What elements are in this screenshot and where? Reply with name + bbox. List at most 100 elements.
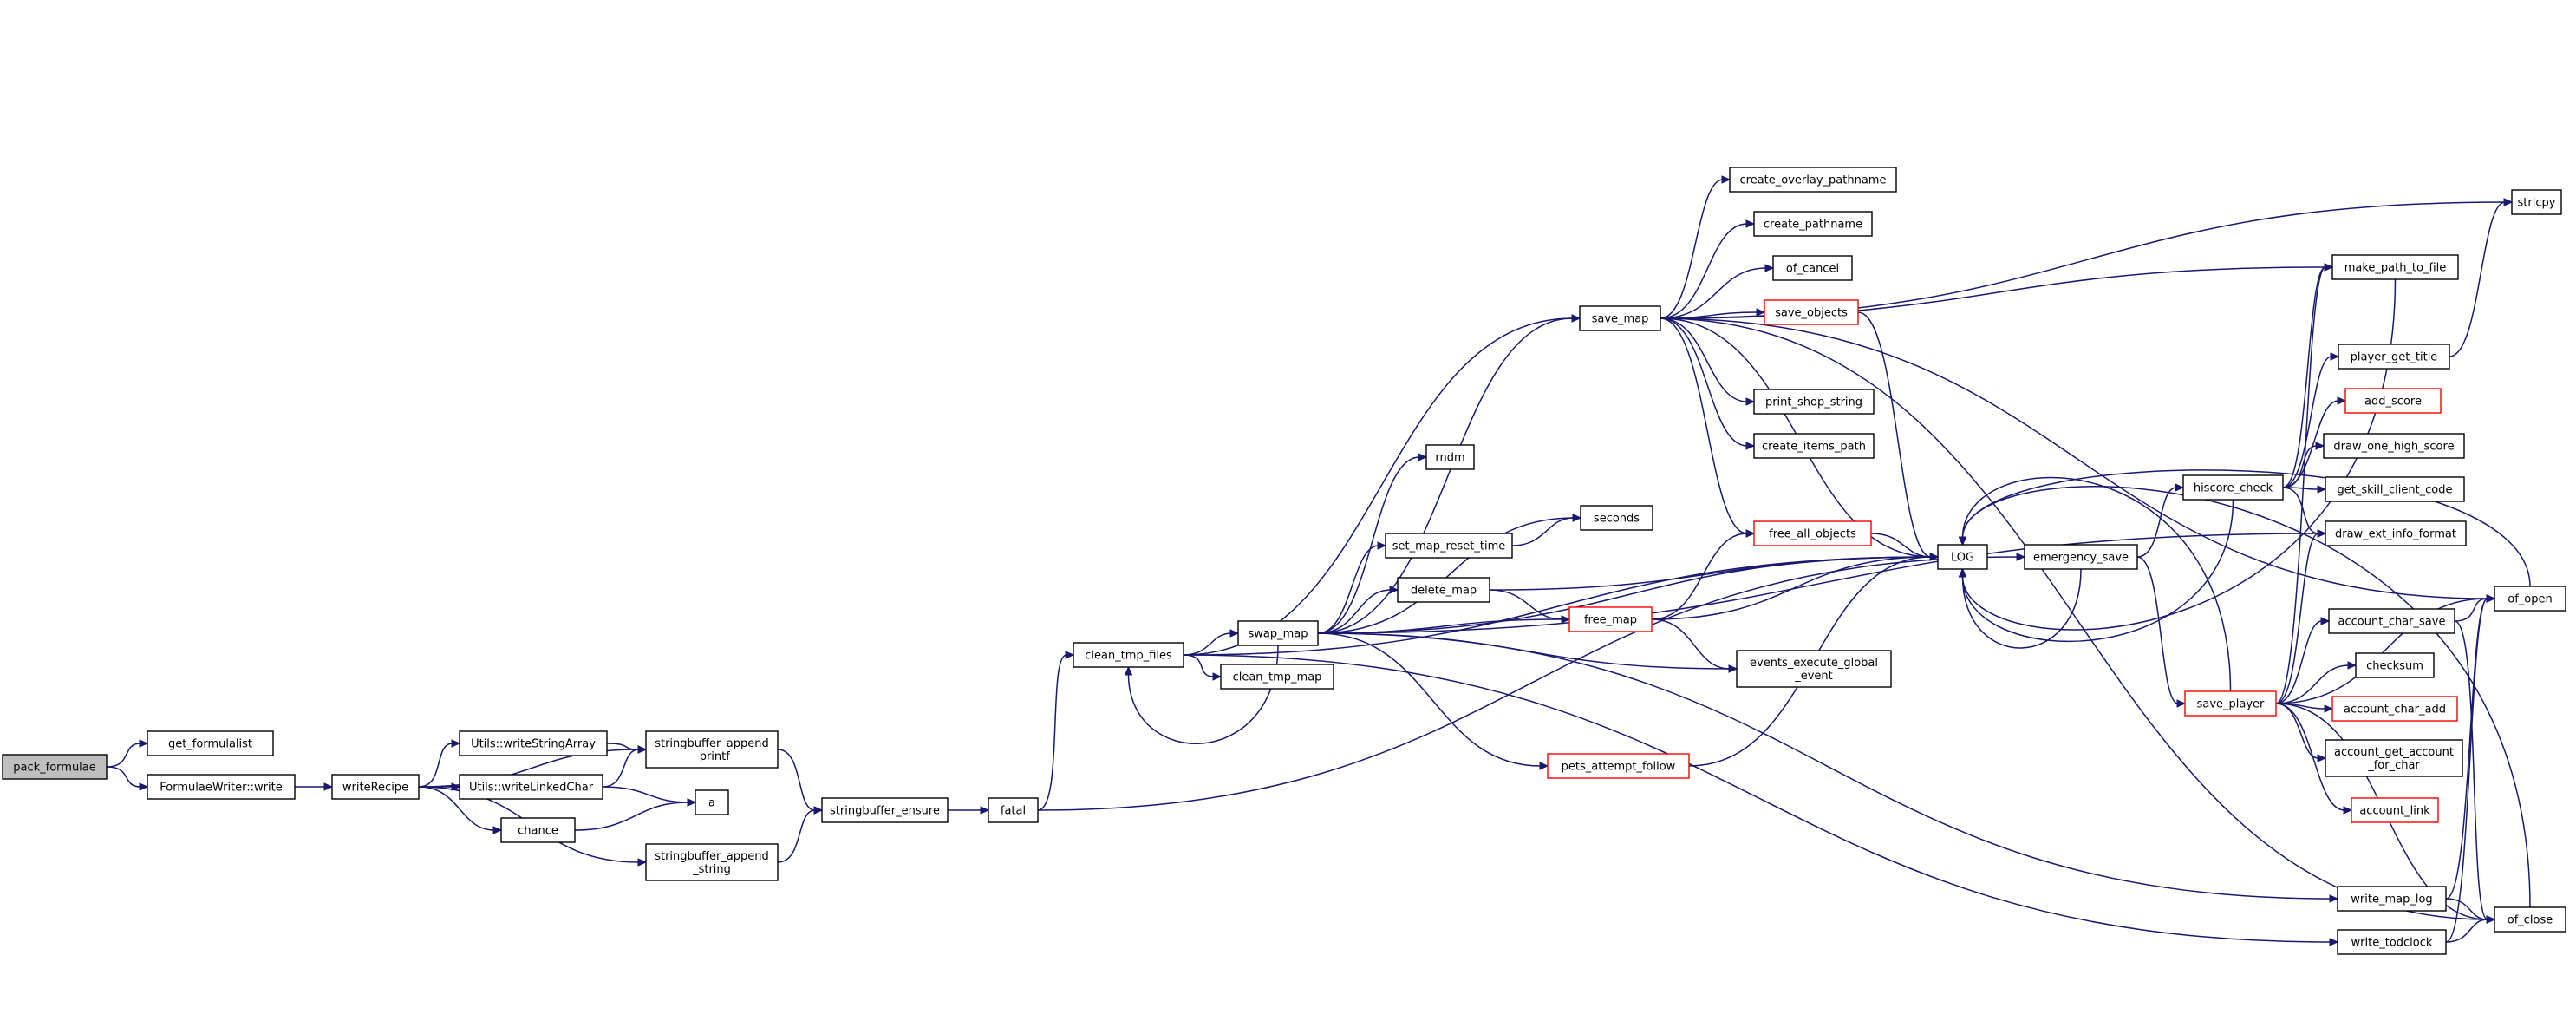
node-player-get-title[interactable]: player_get_title <box>2338 344 2450 370</box>
edge-emergency-save-to-save-player <box>2136 556 2179 704</box>
edges-layer <box>106 175 2531 946</box>
node-label: draw_ext_info_format <box>2335 528 2456 541</box>
node-account-char-save[interactable]: account_char_save <box>2328 608 2455 634</box>
node-create-items-path[interactable]: create_items_path <box>1753 433 1875 459</box>
node-label: _event <box>1794 670 1833 683</box>
node-stringbuffer-append-printf[interactable]: stringbuffer_append_printf <box>645 730 779 769</box>
node-save-player[interactable]: save_player <box>2184 690 2277 717</box>
node-label: hiscore_check <box>2194 482 2273 495</box>
edge-save-player-to-log <box>1961 476 2232 692</box>
node-label: set_map_reset_time <box>1392 540 1506 553</box>
node-of-close[interactable]: of_close <box>2494 906 2566 933</box>
node-seconds[interactable]: seconds <box>1580 505 1653 531</box>
edge-arrowhead <box>2337 396 2347 405</box>
edge-arrowhead <box>1756 308 1766 317</box>
edge-arrowhead <box>1418 453 1428 461</box>
node-box <box>1937 544 1988 570</box>
node-hiscore-check[interactable]: hiscore_check <box>2182 474 2284 501</box>
node-add-score[interactable]: add_score <box>2344 388 2442 414</box>
node-utils-writestringarray[interactable]: Utils::writeStringArray <box>459 730 608 756</box>
node-box <box>2338 344 2450 370</box>
node-label: free_map <box>1584 614 1637 627</box>
edge-arrowhead <box>1764 264 1775 272</box>
node-save-map[interactable]: save_map <box>1579 305 1661 331</box>
node-checksum[interactable]: checksum <box>2355 652 2435 678</box>
node-box <box>1729 167 1897 193</box>
node-utils-writelinkedchar[interactable]: Utils::writeLinkedChar <box>459 774 603 800</box>
node-a[interactable]: a <box>695 789 729 815</box>
node-box <box>1753 389 1875 415</box>
node-log[interactable]: LOG <box>1937 544 1988 570</box>
node-free-map[interactable]: free_map <box>1568 606 1653 632</box>
node-writerecipe[interactable]: writeRecipe <box>331 774 420 800</box>
node-draw-ext-info-format[interactable]: draw_ext_info_format <box>2325 520 2467 546</box>
edge-save-player-to-account-link <box>2275 703 2345 811</box>
node-of-open[interactable]: of_open <box>2494 586 2566 612</box>
node-box <box>2325 520 2467 546</box>
edge-free-map-to-log <box>1651 556 1932 620</box>
edge-swap-map-to-pets-attempt-follow <box>1317 632 1542 767</box>
edge-swap-map-to-clean-tmp-files <box>1127 645 1279 744</box>
node-fatal[interactable]: fatal <box>988 797 1039 823</box>
nodes-layer: pack_formulae get_formulalistFormulaeWrit… <box>2 167 2566 955</box>
edge-save-map-to-create-items-path <box>1660 317 1748 447</box>
node-label: create_items_path <box>1762 441 1866 454</box>
node-swap-map[interactable]: swap_map <box>1237 620 1319 646</box>
node-write-map-log[interactable]: write_map_log <box>2337 886 2447 912</box>
node-account-char-add[interactable]: account_char_add <box>2331 696 2458 722</box>
node-label: write_todclock <box>2351 937 2433 950</box>
node-clean-tmp-map[interactable]: clean_tmp_map <box>1220 664 1334 690</box>
edge-arrowhead <box>1539 762 1549 770</box>
node-label: account_char_save <box>2338 616 2446 629</box>
node-box <box>1237 620 1319 646</box>
node-get-skill-client-code[interactable]: get_skill_client_code <box>2325 476 2465 502</box>
node-set-map-reset-time[interactable]: set_map_reset_time <box>1385 533 1513 559</box>
node-get-formulalist[interactable]: get_formulalist <box>147 730 274 756</box>
node-draw-one-high-score[interactable]: draw_one_high_score <box>2323 433 2465 459</box>
node-delete-map[interactable]: delete_map <box>1397 577 1490 603</box>
node-strlcpy[interactable]: strlcpy <box>2511 189 2562 215</box>
node-events-execute-global-event[interactable]: events_execute_global_event <box>1736 650 1892 688</box>
edge-arrowhead <box>1571 314 1581 323</box>
edge-pack-formulae-to-get-formulalist <box>106 743 141 768</box>
edge-arrowhead <box>2329 894 2339 903</box>
node-create-overlay-pathname[interactable]: create_overlay_pathname <box>1729 167 1897 193</box>
edge-of-open-to-log <box>1961 469 2531 587</box>
node-box <box>1397 577 1490 603</box>
node-account-get-account-for-char[interactable]: account_get_account_for_char <box>2325 739 2463 777</box>
node-rndm[interactable]: rndm <box>1425 444 1475 470</box>
node-chance[interactable]: chance <box>500 817 576 843</box>
node-make-path-to-file[interactable]: make_path_to_file <box>2331 254 2459 280</box>
edge-writerecipe-to-chance <box>418 786 495 831</box>
edge-arrowhead <box>813 806 824 815</box>
edge-arrowhead <box>1728 664 1738 673</box>
edge-player-get-title-to-strlcpy <box>2449 201 2506 357</box>
node-create-pathname[interactable]: create_pathname <box>1753 211 1873 237</box>
node-label: draw_one_high_score <box>2333 441 2454 454</box>
node-stringbuffer-ensure[interactable]: stringbuffer_ensure <box>821 797 949 823</box>
node-free-all-objects[interactable]: free_all_objects <box>1753 520 1872 546</box>
edge-save-map-to-create-overlay-pathname <box>1660 179 1724 319</box>
edge-free-map-to-free-all-objects <box>1651 533 1748 620</box>
node-account-link[interactable]: account_link <box>2351 797 2439 823</box>
node-emergency-save[interactable]: emergency_save <box>2024 544 2138 570</box>
node-print-shop-string[interactable]: print_shop_string <box>1753 389 1875 415</box>
edge-save-map-to-free-all-objects <box>1660 317 1748 534</box>
node-save-objects[interactable]: save_objects <box>1764 299 1859 325</box>
node-pets-attempt-follow[interactable]: pets_attempt_follow <box>1547 753 1690 779</box>
node-clean-tmp-files[interactable]: clean_tmp_files <box>1073 642 1184 668</box>
node-label: checksum <box>2366 660 2423 673</box>
node-formulaewriter-write[interactable]: FormulaeWriter::write <box>147 774 296 800</box>
node-stringbuffer-append-string[interactable]: stringbuffer_append_string <box>645 843 779 881</box>
node-of-cancel[interactable]: of_cancel <box>1772 255 1853 281</box>
node-box <box>147 730 274 756</box>
node-box <box>2024 544 2138 570</box>
edge-arrowhead <box>2329 938 2339 946</box>
node-write-todclock[interactable]: write_todclock <box>2337 929 2447 955</box>
node-box <box>821 797 949 823</box>
edge-arrowhead <box>2486 594 2496 603</box>
edge-arrowhead <box>139 782 149 791</box>
node-label: pack_formulae <box>13 762 96 775</box>
edge-hiscore-check-to-draw-one-high-score <box>2282 445 2318 488</box>
node-pack-formulae[interactable]: pack_formulae <box>2 754 108 780</box>
